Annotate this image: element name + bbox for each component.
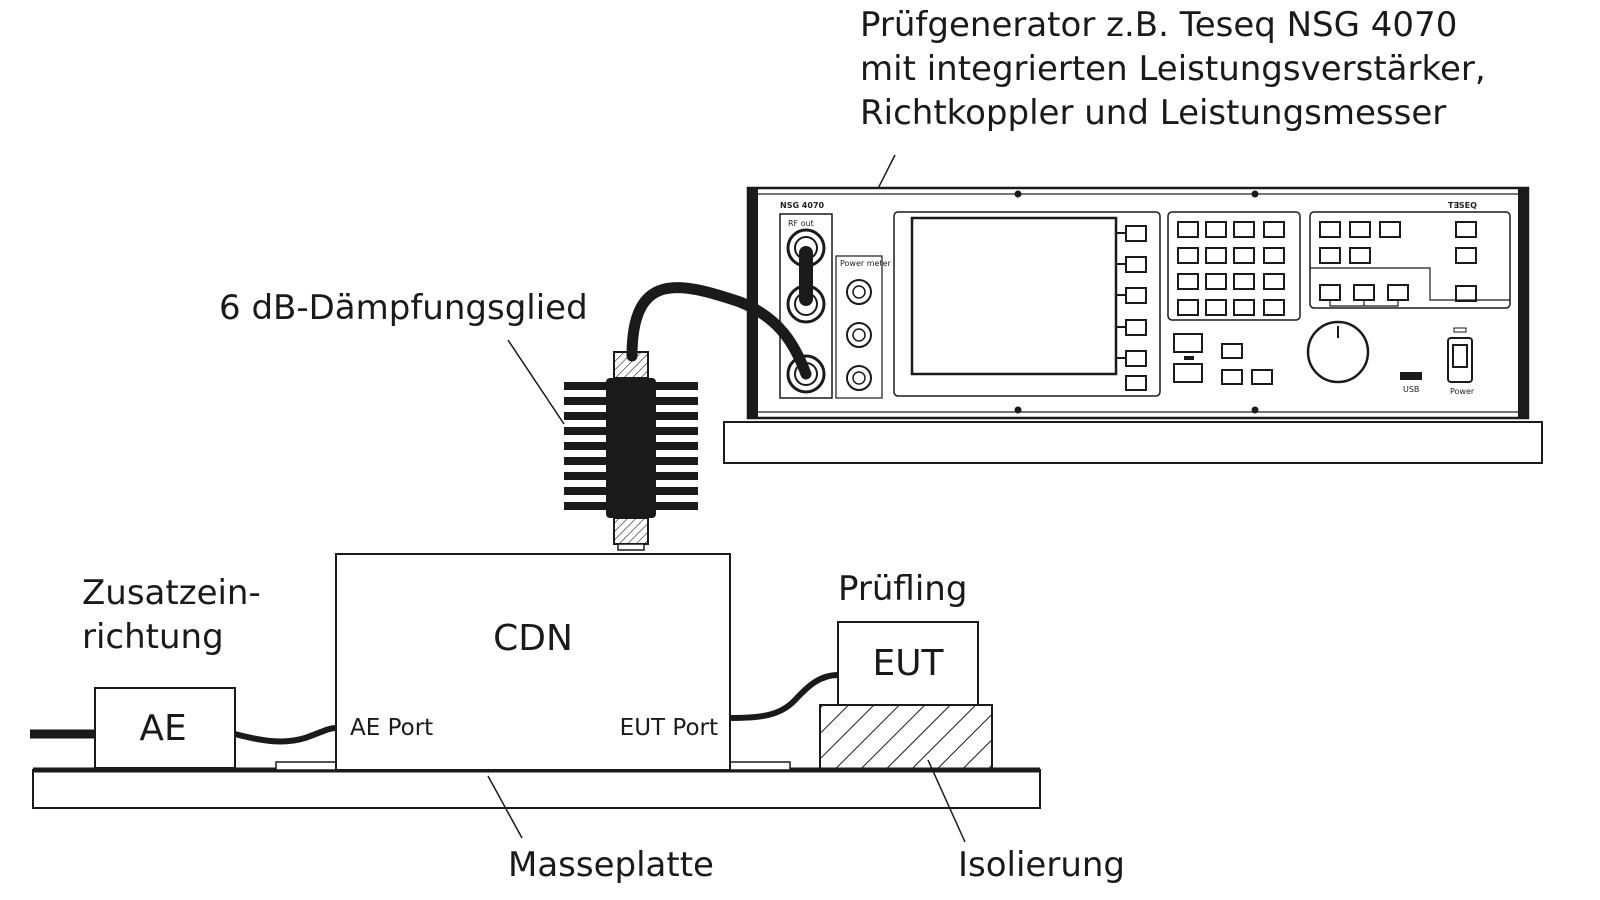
masseplatte-leader-line bbox=[487, 775, 523, 839]
keypad-panel bbox=[1167, 211, 1301, 321]
attenuator-fins bbox=[564, 382, 698, 510]
attenuator-leader-line bbox=[507, 339, 565, 425]
attenuator-6db bbox=[564, 351, 698, 551]
softkeys bbox=[1116, 225, 1147, 391]
pruefling-caption: Prüfling bbox=[838, 569, 967, 609]
eut-cable bbox=[729, 672, 839, 721]
cdn-box bbox=[335, 553, 731, 771]
ae-caption-line2: richtung bbox=[82, 617, 224, 657]
connector-bridge bbox=[799, 246, 813, 306]
function-panel bbox=[1309, 211, 1511, 309]
power-switch bbox=[1447, 327, 1473, 383]
ae-port-label: AE Port bbox=[350, 715, 433, 741]
isolierung-leader-line bbox=[927, 759, 966, 843]
usb-port bbox=[1400, 372, 1422, 380]
eut-box-label: EUT bbox=[872, 643, 944, 684]
attenuator-caption: 6 dB-Dämpfungsglied bbox=[219, 288, 588, 328]
display-bezel bbox=[893, 211, 1161, 397]
generator-caption-line2: mit integrierten Leistungsverstärker, bbox=[860, 49, 1486, 89]
ae-box-label: AE bbox=[139, 708, 186, 749]
ae-cable bbox=[234, 725, 337, 745]
masseplatte-caption: Masseplatte bbox=[508, 845, 714, 885]
generator-model-label: NSG 4070 bbox=[780, 201, 825, 210]
power-label: Power bbox=[1450, 387, 1475, 396]
usb-label: USB bbox=[1403, 385, 1419, 394]
keypad bbox=[1177, 221, 1285, 316]
rotary-knob bbox=[1306, 320, 1370, 384]
eut-box bbox=[837, 621, 979, 706]
generator-caption-line3: Richtkoppler und Leistungsmesser bbox=[860, 93, 1446, 133]
ae-caption-line1: Zusatzein- bbox=[82, 573, 261, 613]
attenuator-connector-bottom bbox=[613, 517, 649, 545]
rf-cable bbox=[626, 282, 812, 380]
insulation-block bbox=[819, 704, 993, 771]
teseq-logo: T∃SEQ bbox=[1448, 201, 1477, 210]
ground-plate bbox=[32, 769, 1041, 809]
generator-stand bbox=[723, 421, 1543, 464]
rf-out-label: RF out bbox=[788, 219, 814, 228]
display-screen bbox=[910, 216, 1118, 376]
isolierung-caption: Isolierung bbox=[958, 845, 1125, 885]
power-meter-label: Power meter bbox=[840, 259, 892, 268]
ae-box bbox=[94, 687, 236, 769]
attenuator-connector-top bbox=[613, 351, 649, 379]
generator-caption-line1: Prüfgenerator z.B. Teseq NSG 4070 bbox=[860, 5, 1457, 45]
eut-port-label: EUT Port bbox=[620, 715, 718, 741]
cdn-label: CDN bbox=[493, 618, 573, 659]
generator-nsg4070: NSG 4070 T∃SEQ RF out Power meter bbox=[746, 186, 1530, 420]
